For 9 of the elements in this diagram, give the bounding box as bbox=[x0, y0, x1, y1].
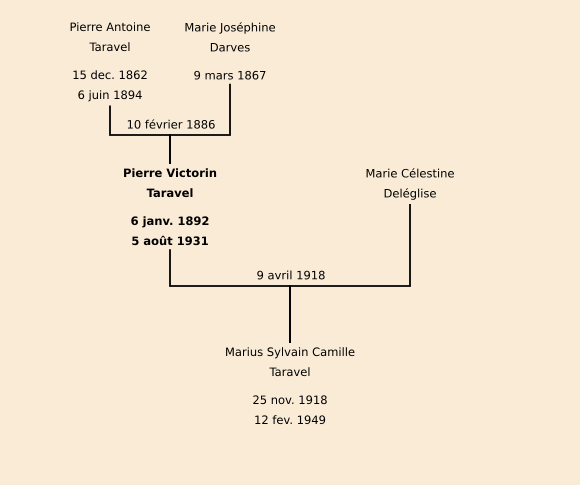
connector-line bbox=[169, 84, 231, 164]
connector-line bbox=[289, 204, 411, 343]
person-entry: Marie Célestine Deléglise bbox=[366, 168, 454, 200]
person-entry: Marius Sylvain Camille Taravel 25 nov. 1918 12 fev. 1949 bbox=[226, 347, 354, 424]
person-entry: Marie Joséphine Darves 9 mars 1867 bbox=[186, 22, 276, 80]
person-entry: Pierre Victorin Taravel 6 janv. 1892 5 août 1931 bbox=[124, 168, 216, 246]
edge-label: 10 février 1886 bbox=[126, 118, 216, 130]
edge-label: 9 avril 1918 bbox=[256, 270, 326, 280]
person-entry: Pierre Antoine Taravel 15 dec. 1862 6 juin 1894 bbox=[70, 22, 150, 102]
